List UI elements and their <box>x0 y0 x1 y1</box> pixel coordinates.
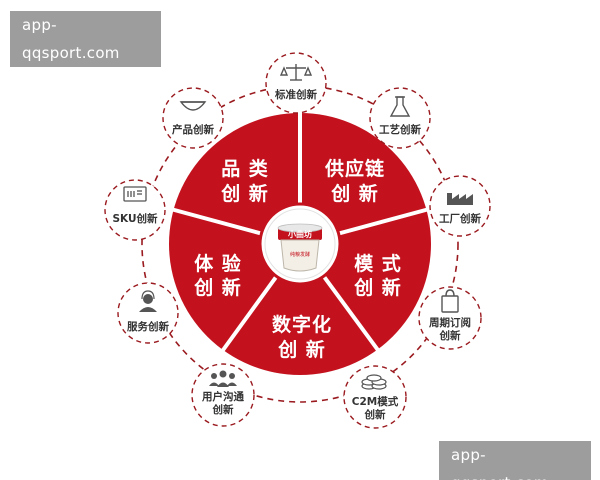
satellite-label: 服务创新 <box>127 320 169 333</box>
satellite-circle <box>429 175 491 237</box>
satellite-circle <box>369 87 431 149</box>
satellite-label: 工厂创新 <box>439 212 481 225</box>
satellite-subscription: 周期订阅 创新 <box>418 286 482 350</box>
satellite-craft: 工艺创新 <box>369 87 431 149</box>
satellite-circle <box>343 365 407 429</box>
outer-dashed-ring <box>141 85 459 403</box>
segment-label: 供应链 <box>324 157 385 180</box>
satellite-factory: 工厂创新 <box>429 175 491 237</box>
segment-label: 创 新 <box>330 182 379 205</box>
barcode-icon <box>123 186 147 202</box>
watermark-bottom: app-qqsport.com <box>439 441 591 480</box>
center-ring <box>264 208 336 280</box>
segment-label: 创 新 <box>220 182 269 205</box>
satellite-label: 创新 <box>439 329 461 342</box>
satellite-service: 服务创新 <box>117 282 179 344</box>
segment-label: 模 式 <box>354 252 402 275</box>
satellite-label: 周期订阅 <box>429 316 471 329</box>
satellite-label: 标准创新 <box>274 88 317 101</box>
segment-label: 数字化 <box>272 313 332 336</box>
satellites: 标准创新 工艺创新 工厂创新 <box>104 52 491 429</box>
satellite-label: 创新 <box>364 408 386 421</box>
satellite-label: 工艺创新 <box>379 123 421 136</box>
satellite-circle <box>191 363 255 427</box>
satellite-label: 用户沟通 <box>201 390 244 403</box>
shopping-bag-icon <box>441 289 459 313</box>
satellite-label: 创新 <box>212 403 234 416</box>
satellite-circle <box>117 282 179 344</box>
customer-service-icon <box>139 290 157 312</box>
satellite-circle <box>265 52 327 114</box>
satellite-user-communication: 用户沟通 创新 <box>191 363 255 427</box>
satellite-label: C2M模式 <box>352 395 399 408</box>
segment-label: 品 类 <box>221 157 269 180</box>
satellite-c2m: C2M模式 创新 <box>343 365 407 429</box>
segment-labels: 品 类 创 新 供应链 创 新 模 式 创 新 数字化 创 新 体 验 创 新 <box>193 157 402 361</box>
product-sub: 纯粮发酵 <box>290 251 310 258</box>
satellite-product: 产品创新 <box>162 87 224 149</box>
segment-label: 创 新 <box>193 276 242 299</box>
satellite-standard: 标准创新 <box>265 52 327 114</box>
satellite-circle <box>162 87 224 149</box>
segment-label: 创 新 <box>353 276 402 299</box>
coins-icon <box>361 374 387 390</box>
segment-label: 体 验 <box>194 252 242 275</box>
watermark-top: app-qqsport.com <box>10 11 161 67</box>
flask-icon <box>389 96 411 117</box>
scale-icon <box>279 64 313 81</box>
satellite-circle <box>104 179 166 241</box>
factory-icon <box>447 193 473 205</box>
product-jar-icon: 小曲坊 纯粮发酵 <box>277 223 323 272</box>
satellite-label: SKU创新 <box>112 212 158 225</box>
product-brand: 小曲坊 <box>287 229 312 239</box>
satellite-sku: SKU创新 <box>104 179 166 241</box>
bowl-icon <box>179 101 207 111</box>
satellite-label: 产品创新 <box>172 123 214 136</box>
users-icon <box>209 370 237 387</box>
segment-label: 创 新 <box>277 338 326 361</box>
satellite-circle <box>418 286 482 350</box>
